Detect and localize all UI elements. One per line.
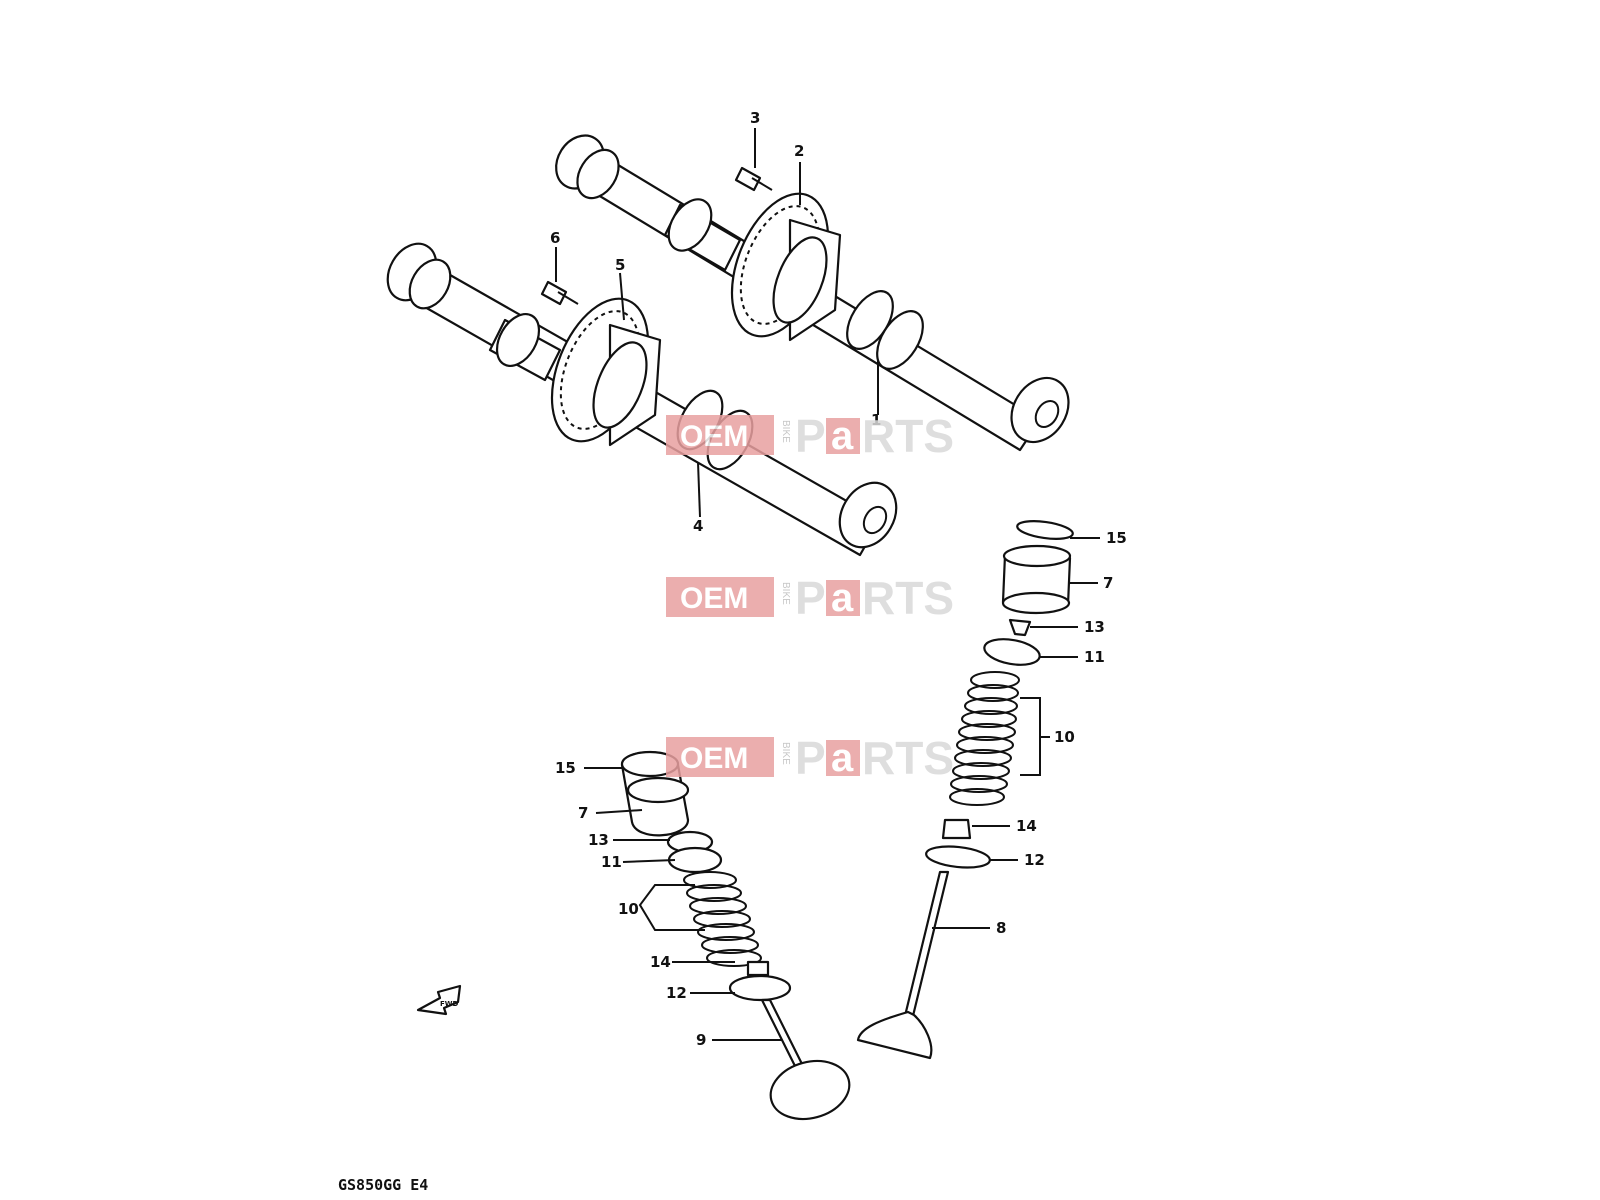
- watermark-bike-text: BIKE: [780, 420, 791, 443]
- watermark-rts-text: RTS: [862, 410, 954, 462]
- callout-8: 8: [996, 919, 1006, 937]
- callout-7-left: 7: [578, 804, 588, 822]
- callout-5: 5: [615, 256, 625, 274]
- callout-10-left: 10: [618, 900, 639, 918]
- front-direction-arrow: FWD: [416, 984, 462, 1016]
- sprocket-bolt-lower: [540, 280, 579, 306]
- valve-exhaust: [856, 870, 950, 1060]
- watermark-a-text: a: [831, 414, 854, 458]
- leader-lines: [555, 128, 1100, 1041]
- watermark-rts-text: RTS: [862, 572, 954, 624]
- watermark-middle: OEM BIKE P a RTS: [666, 572, 954, 624]
- watermark-rts-text: RTS: [862, 732, 954, 784]
- callout-13-left: 13: [588, 831, 609, 849]
- spring-left: [683, 871, 762, 967]
- front-arrow-label: FWD: [440, 1000, 459, 1008]
- callout-11-left: 11: [601, 853, 622, 871]
- spring-right: [949, 671, 1020, 806]
- callout-6: 6: [550, 229, 560, 247]
- shim-tappet-left: [620, 750, 690, 837]
- watermark-a-box: [826, 418, 860, 454]
- tappet-right: [1001, 544, 1072, 615]
- retainer-right: [983, 638, 1041, 666]
- callout-3: 3: [750, 109, 760, 127]
- watermark-a-box: [826, 580, 860, 616]
- watermark-top: OEM BIKE P a RTS: [666, 410, 954, 462]
- watermark-bike-text: BIKE: [780, 582, 791, 605]
- watermark-p-text: P: [795, 572, 826, 624]
- seat-left: [728, 974, 792, 1002]
- watermark-oem-text: OEM: [680, 582, 748, 615]
- watermark-bottom: OEM BIKE P a RTS: [666, 732, 954, 784]
- callout-11-right: 11: [1084, 648, 1105, 666]
- callout-4: 4: [693, 517, 703, 535]
- callout-12-right: 12: [1024, 851, 1045, 869]
- seal-right: [941, 818, 972, 840]
- camshaft-intake: [386, 242, 898, 557]
- watermark-a-text: a: [831, 736, 854, 780]
- camshaft-exhaust: [555, 134, 1070, 452]
- shim-right: [1016, 520, 1074, 540]
- callout-13-right: 13: [1084, 618, 1105, 636]
- watermark-oem-text: OEM: [680, 742, 748, 775]
- callout-14-right: 14: [1016, 817, 1037, 835]
- callout-2: 2: [794, 142, 804, 160]
- callout-labels: 1 2 3 4 5 6 15 7 13 11 10 14 12 8 15 7 1…: [550, 109, 1127, 1049]
- callout-7-right: 7: [1103, 574, 1113, 592]
- watermark-p-text: P: [795, 732, 826, 784]
- valve-stack-left: [620, 750, 851, 1121]
- watermark-a-text: a: [831, 576, 854, 620]
- callout-1: 1: [871, 411, 881, 429]
- callout-12-left: 12: [666, 984, 687, 1002]
- valve-stack-right: [856, 520, 1074, 1060]
- valve-intake: [760, 998, 851, 1121]
- watermark-oem-box: [666, 415, 774, 455]
- watermark-oem-box: [666, 577, 774, 617]
- watermark-p-text: P: [795, 410, 826, 462]
- watermark-oem-text: OEM: [680, 420, 748, 453]
- callout-9: 9: [696, 1031, 706, 1049]
- seal-left: [746, 960, 770, 977]
- diagram-caption: GS850GG E4: [338, 1176, 428, 1194]
- cam-sprocket-lower: [550, 297, 662, 447]
- seat-right: [925, 845, 991, 869]
- watermark-a-box: [826, 740, 860, 776]
- cam-sprocket-upper: [730, 192, 842, 342]
- watermark-bike-text: BIKE: [780, 742, 791, 765]
- callout-10-right: 10: [1054, 728, 1075, 746]
- callout-15-right: 15: [1106, 529, 1127, 547]
- callout-15-left: 15: [555, 759, 576, 777]
- watermark-oem-box: [666, 737, 774, 777]
- callout-14-left: 14: [650, 953, 671, 971]
- cotter-left: [667, 846, 723, 874]
- sprocket-bolt-upper: [734, 166, 773, 192]
- cotter-right: [1008, 618, 1032, 637]
